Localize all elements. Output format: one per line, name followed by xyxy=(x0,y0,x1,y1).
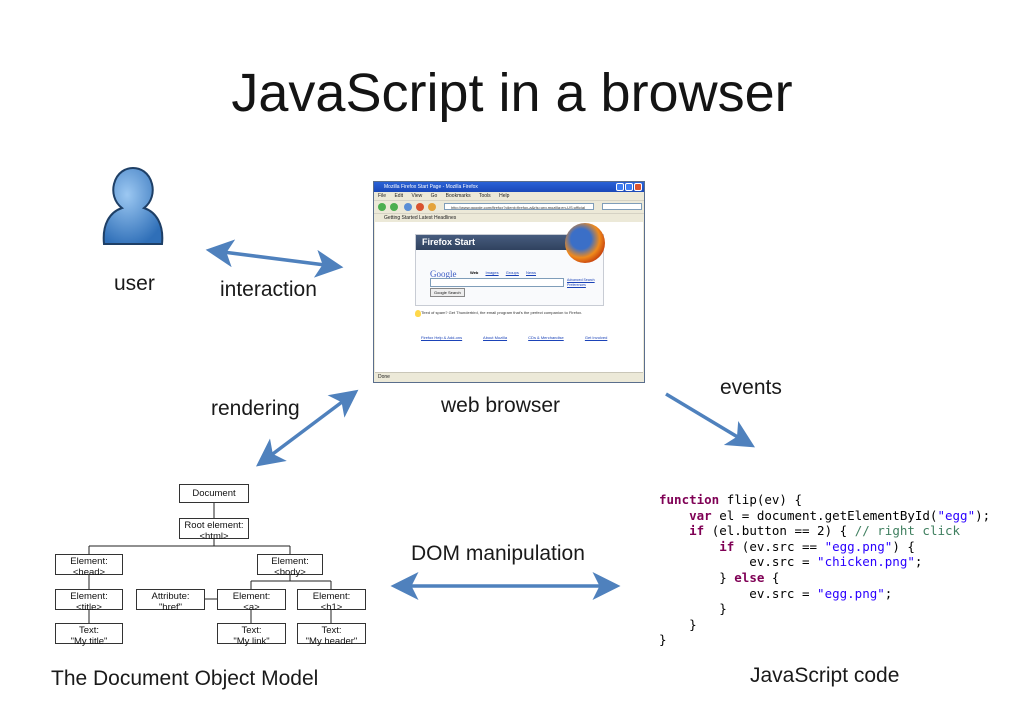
firefox-tip: Tired of spam? Get Thunderbird, the emai… xyxy=(421,310,583,315)
dom-node-attribute: Attribute:"href" xyxy=(136,589,205,613)
google-tab-news: News xyxy=(526,270,537,275)
javascript-code-block: function flip(ev) { var el = document.ge… xyxy=(659,492,990,648)
browser-url-bar: http://www.google.com/firefox?client=fir… xyxy=(444,203,594,210)
google-tab-images: Images xyxy=(485,270,499,275)
dom-node-h1: Element:<h1> xyxy=(297,589,366,613)
firefox-start-header: Firefox Start xyxy=(416,235,603,250)
browser-status-bar: Done xyxy=(375,372,643,382)
code-line: } xyxy=(659,601,727,617)
dom-caption: The Document Object Model xyxy=(51,667,319,690)
dom-node-document: Document xyxy=(179,484,249,503)
browser-toolbar: http://www.google.com/firefox?client=fir… xyxy=(374,200,644,213)
minimize-icon xyxy=(616,183,624,191)
menu-view: View xyxy=(411,193,423,199)
google-logo: Google xyxy=(430,269,457,279)
events-label: events xyxy=(720,376,782,399)
rendering-label: rendering xyxy=(211,397,300,420)
code-line: } xyxy=(659,616,697,632)
user-label: user xyxy=(114,272,155,295)
reload-icon xyxy=(404,203,412,211)
google-search-button: Google Search xyxy=(430,288,465,297)
events-arrow xyxy=(665,392,756,448)
code-line: } xyxy=(659,632,667,648)
browser-menubar: File Edit View Go Bookmarks Tools Help xyxy=(374,192,644,200)
lightbulb-icon xyxy=(415,310,421,317)
code-line: ev.src = "chicken.png"; xyxy=(659,554,923,570)
web-browser-label: web browser xyxy=(441,394,561,417)
code-line: if (ev.src == "egg.png") { xyxy=(719,538,915,554)
home-icon xyxy=(428,203,436,211)
stop-icon xyxy=(416,203,424,211)
footer-link-help: Firefox Help & Add-ons xyxy=(421,335,463,340)
dom-node-root: Root element:<html> xyxy=(179,518,249,542)
google-tabs: Web Images Groups News xyxy=(470,270,542,275)
google-tab-web: Web xyxy=(470,270,479,275)
forward-icon xyxy=(390,203,398,211)
dom-node-text-header: Text:"My header" xyxy=(297,623,366,647)
browser-page: Firefox Start Google Web Images Groups N… xyxy=(375,222,643,373)
code-line: if (el.button == 2) { // right click xyxy=(689,523,961,539)
dom-node-head: Element:<head> xyxy=(55,554,123,578)
google-advanced-links: Advanced Search Preferences xyxy=(567,278,595,287)
maximize-icon xyxy=(625,183,633,191)
firefox-footer-links: Firefox Help & Add-ons About Mozilla CDs… xyxy=(421,335,627,340)
dom-node-a: Element:<a> xyxy=(217,589,286,613)
back-icon xyxy=(378,203,386,211)
rendering-arrow xyxy=(256,389,359,467)
user-icon xyxy=(102,166,164,245)
dom-node-text-title: Text:"My title" xyxy=(55,623,123,647)
interaction-arrow xyxy=(205,239,344,278)
dom-node-text-link: Text:"My link" xyxy=(217,623,286,647)
slide-title: JavaScript in a browser xyxy=(231,63,793,123)
menu-file: File xyxy=(378,193,387,199)
dom-manipulation-label: DOM manipulation xyxy=(411,542,585,565)
dom-node-body: Element:<body> xyxy=(257,554,323,578)
code-line: ev.src = "egg.png"; xyxy=(659,585,893,601)
menu-tools: Tools xyxy=(479,193,491,199)
browser-window-title: Mozilla Firefox Start Page - Mozilla Fir… xyxy=(384,184,478,190)
menu-bookmarks: Bookmarks xyxy=(445,193,471,199)
browser-titlebar: Mozilla Firefox Start Page - Mozilla Fir… xyxy=(374,182,644,192)
code-line: } else { xyxy=(659,569,780,585)
js-caption: JavaScript code xyxy=(750,664,900,687)
dom-node-title: Element:<title> xyxy=(55,589,123,613)
menu-edit: Edit xyxy=(394,193,404,199)
browser-bookmarks-bar: Getting Started Latest Headlines xyxy=(374,213,644,222)
code-line: function flip(ev) { xyxy=(659,492,803,507)
firefox-logo-icon xyxy=(565,223,605,263)
footer-link-involved: Get Involved xyxy=(584,335,608,340)
menu-help: Help xyxy=(499,193,510,199)
google-tab-groups: Groups xyxy=(505,270,519,275)
browser-search-box xyxy=(602,203,642,210)
browser-screenshot: Mozilla Firefox Start Page - Mozilla Fir… xyxy=(373,181,645,383)
close-icon xyxy=(634,183,642,191)
footer-link-about: About Mozilla xyxy=(483,335,508,340)
footer-link-cds: CDs & Merchandise xyxy=(528,335,564,340)
interaction-label: interaction xyxy=(220,278,317,301)
code-line: var el = document.getElementById("egg"); xyxy=(689,507,991,523)
menu-go: Go xyxy=(430,193,438,199)
google-search-input xyxy=(430,278,564,287)
